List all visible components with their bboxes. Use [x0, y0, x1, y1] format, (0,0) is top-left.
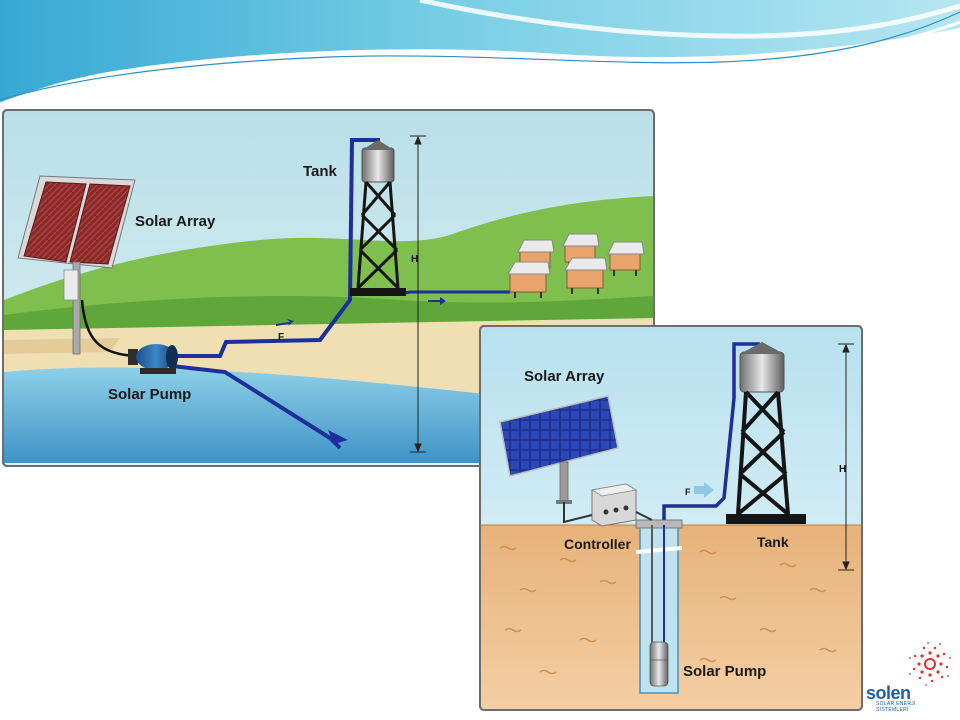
submersible-pump — [649, 641, 669, 687]
solen-sun-icon — [909, 642, 951, 686]
controller-label: Controller — [564, 536, 631, 552]
solar-array-label-1: Solar Array — [135, 213, 216, 230]
tank-label-2: Tank — [757, 534, 789, 550]
height-label-1: H — [411, 254, 418, 265]
solar-array-1 — [17, 175, 136, 355]
logo-tagline-line2: SİSTEMLERİ — [876, 707, 909, 713]
solar-array-label-2: Solar Array — [524, 368, 605, 385]
soil-marks — [499, 545, 837, 675]
green-hills — [4, 196, 653, 330]
controller-box — [590, 483, 638, 527]
height-label-2: H — [839, 464, 846, 475]
borehole-pump-diagram: Solar Array Controller Tank Solar Pump F… — [479, 325, 863, 711]
water-tower-2 — [726, 342, 806, 524]
riser-pipe-2 — [662, 342, 760, 520]
flow-label-2: F — [685, 487, 691, 497]
logo-brand-text: solen — [866, 683, 911, 703]
height-dimension-2 — [838, 343, 854, 571]
height-dimension-1 — [410, 135, 426, 453]
solar-pump-label-1: Solar Pump — [108, 386, 191, 403]
header-swoosh — [0, 0, 960, 106]
flow-arrow-2 — [694, 482, 714, 498]
water-tower-1 — [350, 140, 406, 296]
logo-tagline-line1: SOLAR ENERJİ — [876, 701, 916, 707]
solar-pump-1 — [128, 344, 178, 374]
tank-label-1: Tank — [303, 163, 338, 180]
flow-label-1: F — [278, 332, 284, 343]
village-houses — [507, 233, 645, 298]
solar-pump-label-2: Solar Pump — [683, 663, 766, 680]
